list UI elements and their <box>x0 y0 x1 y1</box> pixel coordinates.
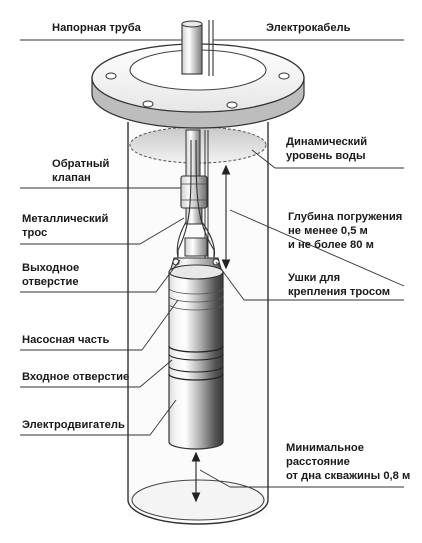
pump-body <box>168 264 224 450</box>
label-electric-cable: Электрокабель <box>266 22 351 34</box>
flange-bolt-hole <box>226 101 238 109</box>
metal-rope <box>176 139 216 262</box>
electric-cable <box>208 20 214 76</box>
label-dynamic-water-level: Динамический уровень воды <box>286 136 368 162</box>
flange-bolt-hole <box>278 72 290 80</box>
min-distance-arrow <box>191 451 201 503</box>
immersion-depth-arrow <box>221 164 231 270</box>
label-pump-section: Насосная часть <box>22 334 110 346</box>
well-head-flange <box>91 43 305 129</box>
leader-lines <box>20 39 405 488</box>
label-check-valve: Обратный клапан <box>52 158 110 184</box>
label-rope-lugs: Ушки для крепления тросом <box>288 272 391 298</box>
flange-bolt-hole <box>142 100 154 108</box>
pump-inlet-band <box>168 345 224 353</box>
pressure-pipe <box>181 20 203 75</box>
label-outlet: Выходное отверстие <box>22 262 80 288</box>
pressure-pipe-lower <box>185 129 201 179</box>
label-inlet: Входное отверстие <box>22 371 130 383</box>
label-motor: Электродвигатель <box>22 419 125 431</box>
label-min-distance: Минимальное расстояние от дна скважины 0… <box>286 442 411 482</box>
label-metal-rope: Металлический трос <box>22 213 109 239</box>
flange-bolt-hole <box>105 72 117 80</box>
check-valve <box>180 175 208 225</box>
label-pressure-pipe: Напорная труба <box>52 22 141 34</box>
well-bottom <box>131 479 265 521</box>
label-immersion-depth: Глубина погружения не менее 0,5 м и не б… <box>288 211 403 251</box>
